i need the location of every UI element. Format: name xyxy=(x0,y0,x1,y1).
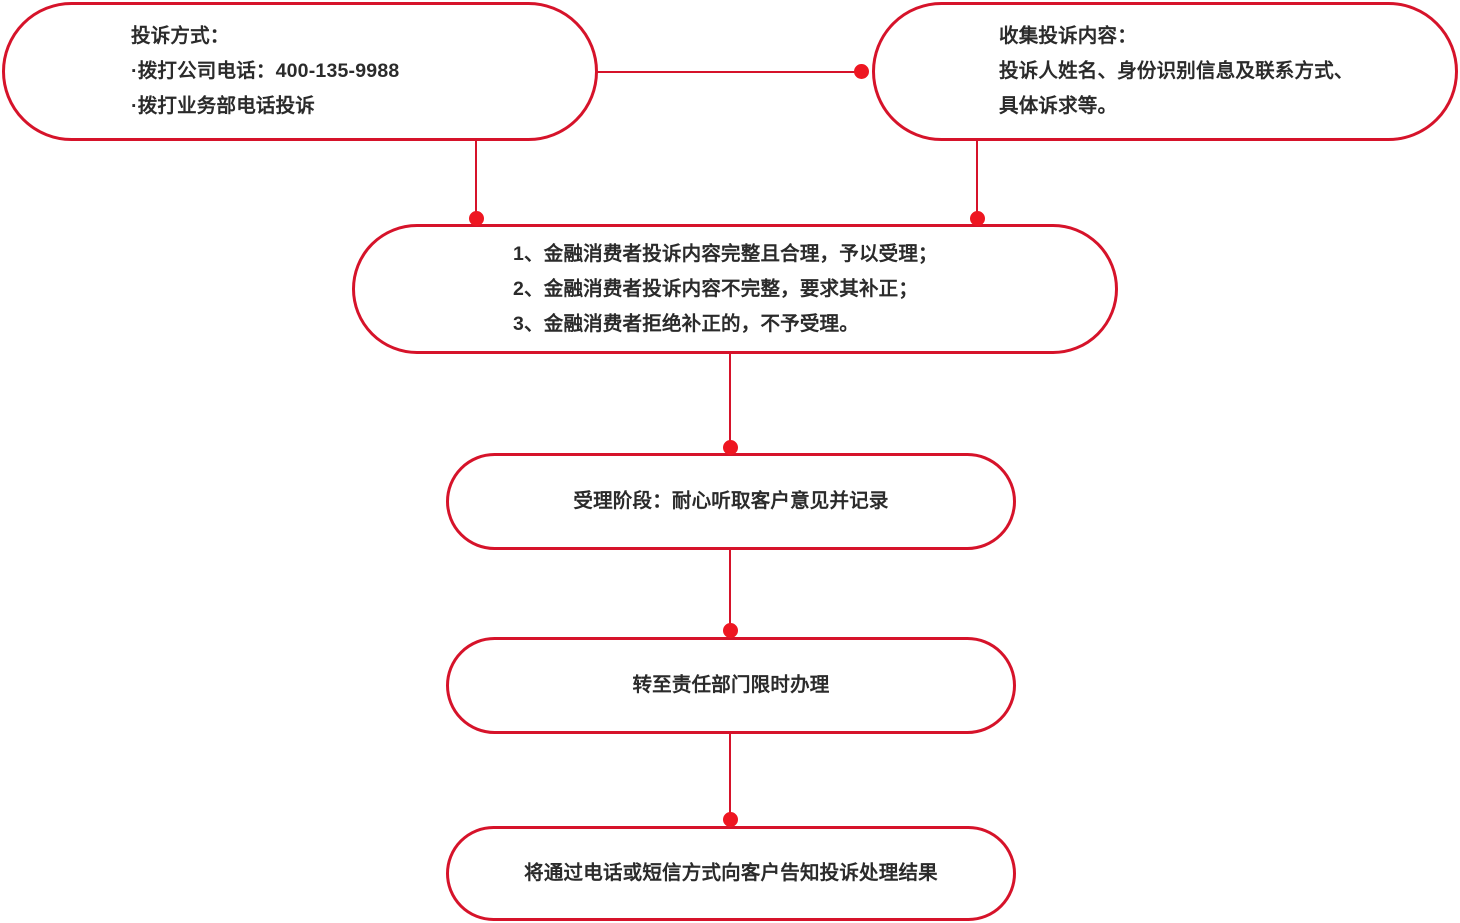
node-collect-content[interactable]: 收集投诉内容： 投诉人姓名、身份识别信息及联系方式、 具体诉求等。 xyxy=(872,2,1458,141)
node-acceptance-rules[interactable]: 1、金融消费者投诉内容完整且合理，予以受理； 2、金融消费者投诉内容不完整，要求… xyxy=(352,224,1118,354)
connector-dot-listen xyxy=(723,440,738,455)
node-acceptance-rules-line-1: 1、金融消费者投诉内容完整且合理，予以受理； xyxy=(513,242,938,265)
node-listen-record[interactable]: 受理阶段：耐心听取客户意见并记录 xyxy=(446,453,1016,550)
node-notify-result-body: 将通过电话或短信方式向客户告知投诉处理结果 xyxy=(449,856,1013,891)
node-notify-result[interactable]: 将通过电话或短信方式向客户告知投诉处理结果 xyxy=(446,826,1016,921)
connector-transfer-to-notify xyxy=(729,733,731,828)
node-transfer-department-label: 转至责任部门限时办理 xyxy=(632,674,830,696)
connector-collect-to-rules xyxy=(976,140,978,224)
connector-dot-notify xyxy=(723,812,738,827)
connector-channels-to-collect xyxy=(597,71,865,73)
node-collect-content-line-1: 收集投诉内容： xyxy=(999,25,1137,47)
connector-listen-to-transfer xyxy=(729,549,731,639)
node-complaint-channels-line-3: ·拨打业务部电话投诉 xyxy=(131,95,315,117)
node-acceptance-rules-body: 1、金融消费者投诉内容完整且合理，予以受理； 2、金融消费者投诉内容不完整，要求… xyxy=(355,237,1115,342)
connector-channels-to-rules xyxy=(475,140,477,224)
node-transfer-department[interactable]: 转至责任部门限时办理 xyxy=(446,637,1016,734)
connector-dot-rules-right xyxy=(970,211,985,226)
node-notify-result-label: 将通过电话或短信方式向客户告知投诉处理结果 xyxy=(524,862,938,884)
node-listen-record-body: 受理阶段：耐心听取客户意见并记录 xyxy=(449,484,1013,519)
node-collect-content-body: 收集投诉内容： 投诉人姓名、身份识别信息及联系方式、 具体诉求等。 xyxy=(875,19,1455,124)
node-collect-content-line-2: 投诉人姓名、身份识别信息及联系方式、 xyxy=(999,60,1354,82)
node-complaint-channels-line-2: ·拨打公司电话：400-135-9988 xyxy=(131,60,400,82)
connector-dot-collect-content xyxy=(854,64,869,79)
node-complaint-channels[interactable]: 投诉方式： ·拨打公司电话：400-135-9988 ·拨打业务部电话投诉 xyxy=(2,2,598,141)
node-complaint-channels-body: 投诉方式： ·拨打公司电话：400-135-9988 ·拨打业务部电话投诉 xyxy=(5,19,595,124)
node-acceptance-rules-line-2: 2、金融消费者投诉内容不完整，要求其补正； xyxy=(513,277,919,300)
connector-dot-transfer xyxy=(723,623,738,638)
node-transfer-department-body: 转至责任部门限时办理 xyxy=(449,668,1013,703)
connector-dot-rules-left xyxy=(469,211,484,226)
node-acceptance-rules-line-3: 3、金融消费者拒绝补正的，不予受理。 xyxy=(513,312,859,335)
node-collect-content-line-3: 具体诉求等。 xyxy=(999,95,1118,117)
node-complaint-channels-line-1: 投诉方式： xyxy=(131,25,230,47)
connector-rules-to-listen xyxy=(729,353,731,455)
node-listen-record-label: 受理阶段：耐心听取客户意见并记录 xyxy=(573,490,889,512)
